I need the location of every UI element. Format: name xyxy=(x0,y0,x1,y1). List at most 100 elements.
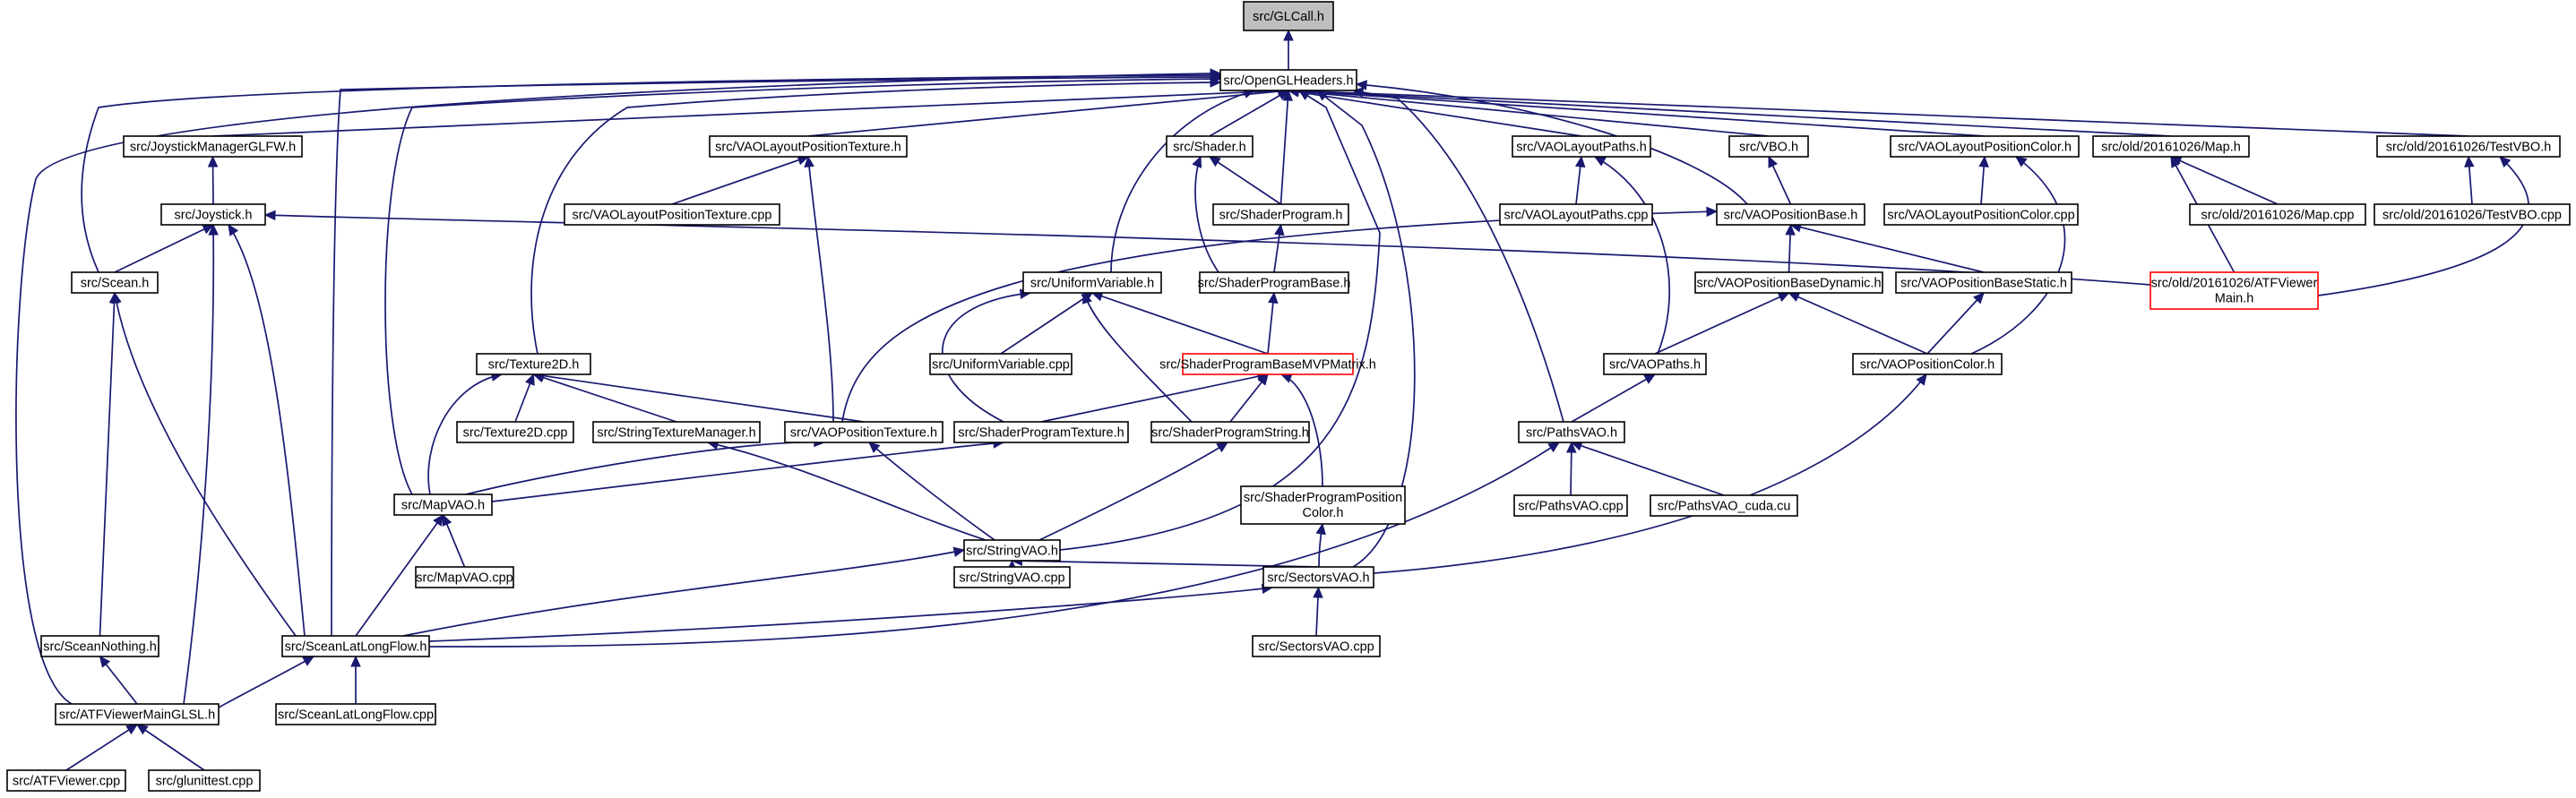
node-label: src/UniformVariable.h xyxy=(1030,277,1154,291)
edge-line xyxy=(1970,156,2066,355)
edge-line xyxy=(428,587,1273,642)
node-label: src/Scean.h xyxy=(81,277,150,291)
edge-arrowhead xyxy=(1257,373,1269,386)
edge-sceanlatlongflow-to-pathsvao xyxy=(428,442,1561,648)
edge-arrowhead xyxy=(1355,80,1367,90)
edge-sectorsvao-to-vaopositioncolor xyxy=(1373,373,1927,574)
edge-line xyxy=(671,156,809,205)
node-shader[interactable]: src/Shader.h xyxy=(1166,135,1254,158)
node-texture2dcpp[interactable]: src/Texture2D.cpp xyxy=(456,421,574,443)
node-uniformvariablecpp[interactable]: src/UniformVariable.cpp xyxy=(929,353,1073,375)
node-shaderprogrambasemvp[interactable]: src/ShaderProgramBaseMVPMatrix.h xyxy=(1159,353,1376,375)
node-box xyxy=(929,353,1073,375)
node-mapvaocpp[interactable]: src/MapVAO.cpp xyxy=(415,566,514,588)
node-sceanlatlongflow[interactable]: src/SceanLatLongFlow.h xyxy=(281,635,430,657)
node-oldmapcpp[interactable]: src/old/20161026/Map.cpp xyxy=(2189,203,2366,226)
node-vaopositioncolor[interactable]: src/VAOPositionColor.h xyxy=(1852,353,2003,375)
node-sectorsvao[interactable]: src/SectorsVAO.h xyxy=(1262,566,1374,588)
node-label: src/VAOPositionBaseStatic.h xyxy=(1900,277,2067,291)
node-shaderprogrambase[interactable]: src/ShaderProgramBase.h xyxy=(1198,271,1351,294)
edge-arrowhead xyxy=(1593,156,1607,167)
node-box xyxy=(148,769,261,792)
node-atfviewercpp[interactable]: src/ATFViewer.cpp xyxy=(6,769,126,792)
node-box xyxy=(40,635,159,657)
node-vaolayoutpaths[interactable]: src/VAOLayoutPaths.h xyxy=(1512,135,1651,158)
node-pathsvao[interactable]: src/PathsVAO.h xyxy=(1518,421,1625,443)
edge-joystickmanager-to-openglheaders xyxy=(212,85,1290,137)
node-stringvao[interactable]: src/StringVAO.h xyxy=(963,539,1061,562)
node-label: src/MapVAO.cpp xyxy=(416,571,513,586)
node-mapvao[interactable]: src/MapVAO.h xyxy=(393,493,493,516)
node-vaopositionbasestatic[interactable]: src/VAOPositionBaseStatic.h xyxy=(1895,271,2072,294)
node-label: src/StringVAO.cpp xyxy=(959,571,1064,586)
edge-line xyxy=(218,656,314,708)
node-vaolayoutpositioncolorcpp[interactable]: src/VAOLayoutPositionColor.cpp xyxy=(1883,203,2079,226)
edge-line xyxy=(355,514,444,637)
edge-glunittest-to-atfviewermainglsl xyxy=(136,724,205,771)
node-sectorsvaocpp[interactable]: src/SectorsVAO.cpp xyxy=(1252,635,1381,657)
edge-line xyxy=(1209,90,1289,137)
node-label: src/old/20161026/Map.cpp xyxy=(2201,209,2355,223)
node-label: src/SceanNothing.h xyxy=(43,640,157,655)
node-vbo[interactable]: src/VBO.h xyxy=(1728,135,1809,158)
edge-line xyxy=(331,76,1221,637)
node-label: src/StringTextureManager.h xyxy=(597,426,755,441)
node-vaopositionbasedynamic[interactable]: src/VAOPositionBaseDynamic.h xyxy=(1694,271,1883,294)
node-sceannothing[interactable]: src/SceanNothing.h xyxy=(40,635,159,657)
edge-oldatfviewer-to-joystick xyxy=(263,210,2151,286)
node-uniformvariable[interactable]: src/UniformVariable.h xyxy=(1022,271,1162,294)
node-label: Color.h xyxy=(1303,506,1344,520)
node-label: src/VAOLayoutPaths.cpp xyxy=(1504,209,1649,223)
node-glunittest[interactable]: src/glunittest.cpp xyxy=(148,769,261,792)
node-oldtestvbo[interactable]: src/old/20161026/TestVBO.h xyxy=(2376,135,2561,158)
edge-vaopositioncolor-to-vaopositionbasestatic xyxy=(1926,292,1985,355)
node-joystickmanager[interactable]: src/JoystickManagerGLFW.h xyxy=(123,135,303,158)
node-box xyxy=(1499,203,1653,226)
edge-oldtestvbocpp-to-oldtestvbo xyxy=(2464,155,2475,205)
node-label: src/VAOLayoutPositionColor.h xyxy=(1898,141,2072,155)
edge-line xyxy=(1059,90,1381,551)
edge-line xyxy=(1373,373,1927,574)
node-vaolayoutpositiontexturecpp[interactable]: src/VAOLayoutPositionTexture.cpp xyxy=(564,203,780,226)
node-vaopaths[interactable]: src/VAOPaths.h xyxy=(1603,353,1707,375)
node-vaopositionbase[interactable]: src/VAOPositionBase.h xyxy=(1716,203,1865,226)
node-openglheaders[interactable]: src/OpenGLHeaders.h xyxy=(1219,69,1357,91)
node-stringtexturemanager[interactable]: src/StringTextureManager.h xyxy=(592,421,761,443)
node-shaderprogram[interactable]: src/ShaderProgram.h xyxy=(1212,203,1349,226)
edge-arrowhead xyxy=(2015,156,2028,167)
node-scean[interactable]: src/Scean.h xyxy=(71,271,159,294)
edge-sceannothing-to-scean xyxy=(99,291,120,637)
node-vaolayoutpositioncolor[interactable]: src/VAOLayoutPositionColor.h xyxy=(1890,135,2080,158)
edge-line xyxy=(1091,292,1269,355)
node-box xyxy=(1518,421,1625,443)
edge-line xyxy=(1571,373,1656,423)
edge-line xyxy=(65,724,138,771)
edge-pathsvao-to-vaopaths xyxy=(1571,373,1657,423)
node-atfviewermainglsl[interactable]: src/ATFViewerMainGLSL.h xyxy=(55,703,220,725)
node-label: src/Shader.h xyxy=(1173,141,1245,155)
node-vaopositiontexture[interactable]: src/VAOPositionTexture.h xyxy=(784,421,943,443)
edge-arrowhead xyxy=(1192,155,1202,168)
edge-shaderprogramstring-to-shaderprogrambasemvp xyxy=(1229,373,1269,423)
node-label: src/VBO.h xyxy=(1739,141,1798,155)
node-oldatfviewer[interactable]: src/old/20161026/ATFViewerMain.h xyxy=(2150,271,2319,310)
node-vaolayoutpositiontexture[interactable]: src/VAOLayoutPositionTexture.h xyxy=(709,135,908,158)
node-vaolayoutpathscpp[interactable]: src/VAOLayoutPaths.cpp xyxy=(1499,203,1653,226)
node-oldtestvbocpp[interactable]: src/old/20161026/TestVBO.cpp xyxy=(2374,203,2571,226)
node-shaderprogramstring[interactable]: src/ShaderProgramString.h xyxy=(1150,421,1310,443)
node-stringvaocpp[interactable]: src/StringVAO.cpp xyxy=(953,566,1071,588)
node-pathsvaocpp[interactable]: src/PathsVAO.cpp xyxy=(1513,494,1628,517)
node-shaderprogramtexture[interactable]: src/ShaderProgramTexture.h xyxy=(953,421,1129,443)
edge-line xyxy=(868,442,995,541)
node-texture2d[interactable]: src/Texture2D.h xyxy=(476,353,591,375)
node-box xyxy=(1243,1,1334,31)
edge-pathsvaocpp-to-pathsvao xyxy=(1566,441,1577,496)
node-sceanlatlongflowcpp[interactable]: src/SceanLatLongFlow.cpp xyxy=(275,703,436,725)
node-joystick[interactable]: src/Joystick.h xyxy=(160,203,266,226)
node-oldmap[interactable]: src/old/20161026/Map.h xyxy=(2092,135,2250,158)
edge-arrowhead xyxy=(1268,291,1279,305)
edge-line xyxy=(15,73,1221,705)
node-pathsvaocuda[interactable]: src/PathsVAO_cuda.cu xyxy=(1650,494,1798,517)
node-label: src/MapVAO.h xyxy=(401,499,485,513)
